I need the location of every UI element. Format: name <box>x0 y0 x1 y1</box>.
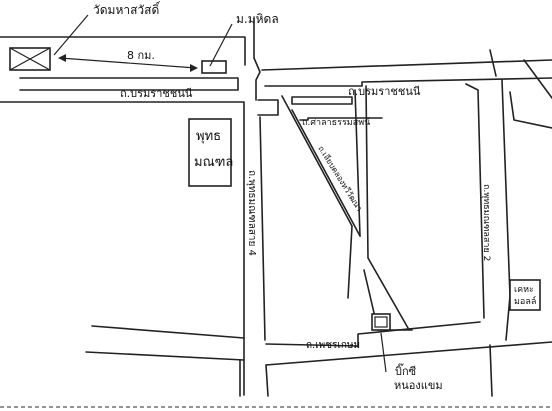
road-east-right <box>523 59 552 99</box>
bigc-label-line2: หนองแขม <box>394 379 443 392</box>
road-diagonal-a <box>281 95 353 299</box>
road-curve-top <box>253 17 261 101</box>
mahidol-label: ม.มหิดล <box>236 12 279 26</box>
distance-label: 8 กม. <box>127 49 155 62</box>
buddha-monthon-area <box>188 118 232 187</box>
road-phetkasem-south <box>85 351 245 361</box>
road-phetkasem-mid <box>265 321 481 347</box>
buddha-label-line1: พุทธ <box>196 129 221 144</box>
road-south-cross-c <box>489 344 493 397</box>
distance-arrow-head-left <box>58 54 66 62</box>
buddha-label-line2: มณฑล <box>194 155 233 170</box>
road-phutthamonthon2-west <box>465 83 485 319</box>
road-borommaratchachonnani-west-low <box>0 101 245 396</box>
wat-marker-cross-2 <box>9 47 51 71</box>
road-borommaratchachonnani-east-under <box>291 96 353 105</box>
road-putthamonthon3 <box>354 89 361 237</box>
kheha-mall-marker <box>509 279 541 311</box>
road-inner-block <box>299 117 383 121</box>
road-phetkasem-south-east <box>265 341 552 366</box>
mahidol-label-pointer <box>209 23 233 67</box>
kheha-label-line2: มอลล์ <box>514 295 536 307</box>
distance-arrow-line <box>59 57 197 69</box>
road-east-curve <box>509 91 552 129</box>
road-label-phutthamonthon2: ถ.พุทธมณฑลสาย 2 <box>481 184 491 261</box>
wat-label-pointer <box>53 14 89 56</box>
road-borommaratchachonnani-east-low <box>264 77 552 87</box>
road-borommaratchachonnani-east-top <box>261 59 552 71</box>
road-phutthamonthon2-east <box>501 79 511 341</box>
road-east-edge <box>489 49 497 77</box>
road-diagonal-b <box>291 109 361 237</box>
bigc-marker-inner <box>374 316 388 328</box>
road-putthamonthon4-east <box>259 116 266 341</box>
road-label-phetkasem: ถ.เพชรเกษม <box>306 340 360 351</box>
wat-label: วัดมหาสวัสดิ์ <box>93 1 161 17</box>
bigc-label-line1: บิ๊กซี <box>395 363 417 378</box>
kheha-label-line1: เคหะ <box>514 285 534 295</box>
road-borommaratchachonnani-west-top <box>0 36 246 66</box>
road-label-sala-thammasop: ถ.ศาลาธรรมสพน์ <box>302 116 370 128</box>
road-phetkasem-north <box>91 325 245 339</box>
road-borommaratchachonnani-west-mid <box>19 77 239 91</box>
bigc-label-pointer <box>380 332 387 373</box>
mahidol-marker <box>201 60 227 74</box>
bigc-marker <box>371 313 391 331</box>
road-putthamonthon3-east <box>365 85 409 329</box>
road-south-cross-b <box>265 364 269 397</box>
road-label-putthamonthon4: ถ.พุทธมณฑลสาย 4 <box>246 170 257 256</box>
distance-arrow-head-right <box>190 64 198 72</box>
road-label-borommaratchachonnani-west: ถ.บรมราชชนนี <box>120 87 193 100</box>
road-small-loop <box>257 99 279 116</box>
road-label-borommaratchachonnani-east: ถ.บรมราชชนนี <box>348 85 421 98</box>
